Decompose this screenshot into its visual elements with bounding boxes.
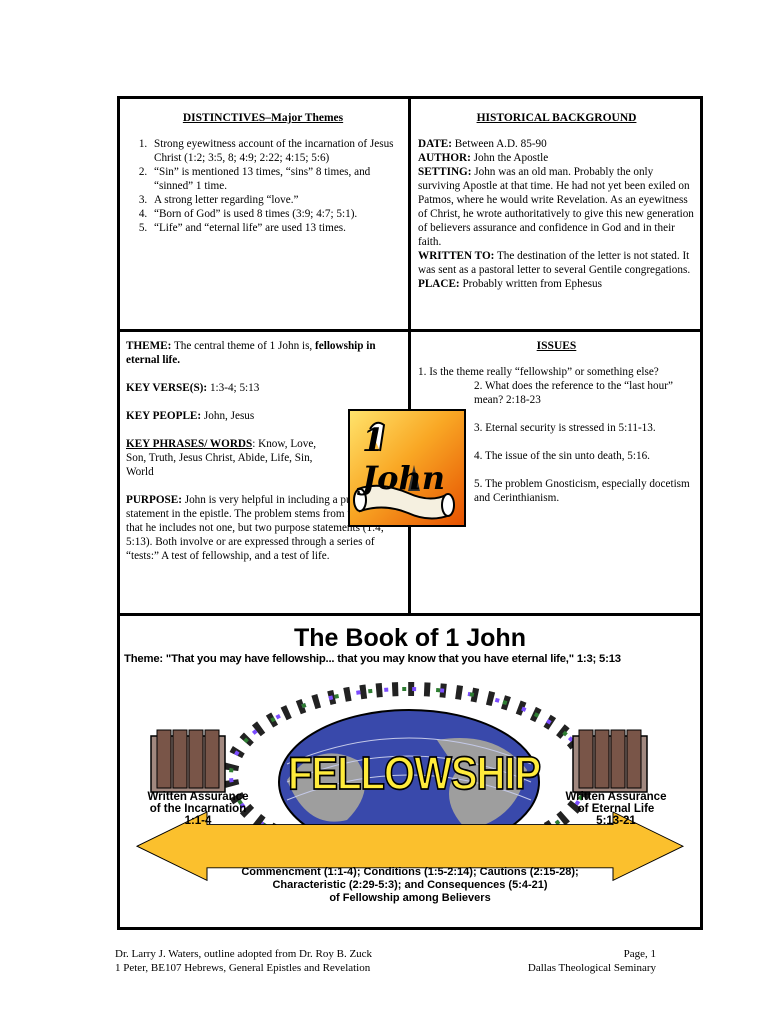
right-label-1: Written Assurance xyxy=(565,791,667,803)
date-line: DATE: Between A.D. 85-90 xyxy=(418,137,695,151)
left-label: Written Assurance of the Incarnation 1:1… xyxy=(118,791,278,827)
written-value: The destination of the letter is not sta… xyxy=(418,250,691,276)
left-label-3: 1:1-4 xyxy=(184,815,212,827)
author-label: AUTHOR: xyxy=(418,152,471,164)
right-books-icon xyxy=(572,729,648,793)
double-arrow xyxy=(135,811,685,882)
theme-line: THEME: The central theme of 1 John is, f… xyxy=(126,339,396,367)
list-item: “Sin” is mentioned 13 times, “sins” 8 ti… xyxy=(150,165,400,193)
right-label-2: of Eternal Life xyxy=(577,803,655,815)
issues-cell: ISSUES 1. Is the theme really “fellowshi… xyxy=(418,339,695,505)
footer-left: Dr. Larry J. Waters, outline adopted fro… xyxy=(115,947,372,975)
chart-title: The Book of 1 John xyxy=(294,624,526,652)
fellowship-word: FELLOWSHIP xyxy=(287,748,542,800)
historical-cell: HISTORICAL BACKGROUND DATE: Between A.D.… xyxy=(418,111,695,291)
logo-text: 1 John xyxy=(362,421,446,497)
setting-label: SETTING: xyxy=(418,166,472,178)
footer-right-2: Dallas Theological Seminary xyxy=(527,962,656,974)
author-line: AUTHOR: John the Apostle xyxy=(418,151,695,165)
book-logo: 1 John xyxy=(348,409,466,527)
written-label: WRITTEN TO: xyxy=(418,250,495,262)
place-value: Probably written from Ephesus xyxy=(459,278,602,290)
fellowship-diagram xyxy=(135,682,685,882)
list-item: A strong letter regarding “love.” xyxy=(150,193,400,207)
list-item: “Born of God” is used 8 times (3:9; 4:7;… xyxy=(150,207,400,221)
verses-label: KEY VERSE(S): xyxy=(126,382,208,394)
people-line: KEY PEOPLE: John, Jesus xyxy=(126,409,394,423)
purpose-label: PURPOSE: xyxy=(126,494,182,506)
footer-left-2: 1 Peter, BE107 Hebrews, General Epistles… xyxy=(115,962,371,974)
purpose-value: John is very helpful in including a purp… xyxy=(126,494,384,562)
setting-value: John was an old man. Probably the only s… xyxy=(418,166,694,248)
row-divider-2 xyxy=(117,613,703,616)
author-value: John the Apostle xyxy=(470,152,549,164)
theme-label: THEME: xyxy=(126,340,172,352)
issue-4: 4. The issue of the sin unto death, 5:16… xyxy=(474,450,650,462)
distinctives-list: Strong eyewitness account of the incarna… xyxy=(126,137,400,235)
arrow-text-2: Characteristic (2:29-5:3); and Consequen… xyxy=(272,879,548,891)
left-books-icon xyxy=(150,729,226,793)
phrases-line: KEY PHRASES/ WORDS: Know, Love, Son, Tru… xyxy=(126,437,336,479)
row-divider-1 xyxy=(117,329,703,332)
arrow-text: Commencment (1:1-4); Conditions (1:5-2:1… xyxy=(160,866,660,905)
issues-heading: ISSUES xyxy=(536,340,577,352)
place-line: PLACE: Probably written from Ephesus xyxy=(418,277,695,291)
purpose-line: PURPOSE: John is very helpful in includi… xyxy=(126,493,394,563)
setting-line: SETTING: John was an old man. Probably t… xyxy=(418,165,695,249)
footer-right: Page, 1 Dallas Theological Seminary xyxy=(500,947,656,975)
chart-theme: Theme: "That you may have fellowship... … xyxy=(124,653,621,665)
theme-cell: THEME: The central theme of 1 John is, f… xyxy=(126,339,394,563)
right-label-3: 5:13-21 xyxy=(596,815,636,827)
written-line: WRITTEN TO: The destination of the lette… xyxy=(418,249,695,277)
date-label: DATE: xyxy=(418,138,452,150)
date-value: Between A.D. 85-90 xyxy=(451,138,547,150)
arrow-text-1: Commencment (1:1-4); Conditions (1:5-2:1… xyxy=(241,866,579,878)
people-label: KEY PEOPLE: xyxy=(126,410,202,422)
people-value: John, Jesus xyxy=(201,410,255,422)
distinctives-cell: DISTINCTIVES–Major Themes Strong eyewitn… xyxy=(126,111,400,235)
column-divider xyxy=(408,96,411,614)
phrases-value: : Know, Love, Son, Truth, Jesus Christ, … xyxy=(126,438,317,478)
issue-1: 1. Is the theme really “fellowship” or s… xyxy=(418,366,659,378)
continent-shape xyxy=(287,753,365,822)
theme-bold: fellowship in eternal life. xyxy=(126,340,376,366)
scroll-quill-icon xyxy=(353,421,455,520)
footer-left-1: Dr. Larry J. Waters, outline adopted fro… xyxy=(115,948,373,960)
place-label: PLACE: xyxy=(418,278,460,290)
list-item: “Life” and “eternal life” are used 13 ti… xyxy=(150,221,400,235)
verses-line: KEY VERSE(S): 1:3-4; 5:13 xyxy=(126,381,394,395)
right-label: Written Assurance of Eternal Life 5:13-2… xyxy=(536,791,696,827)
theme-value: The central theme of 1 John is, xyxy=(171,340,316,352)
left-label-2: of the Incarnation xyxy=(149,803,247,815)
issue-5: 5. The problem Gnosticism, especially do… xyxy=(474,478,690,504)
arrow-text-3: of Fellowship among Believers xyxy=(329,892,491,904)
issue-3: 3. Eternal security is stressed in 5:11-… xyxy=(474,422,656,434)
left-label-1: Written Assurance xyxy=(147,791,249,803)
list-item: Strong eyewitness account of the incarna… xyxy=(150,137,400,165)
verses-value: 1:3-4; 5:13 xyxy=(207,382,260,394)
phrases-label: KEY PHRASES/ WORDS xyxy=(126,438,253,450)
footer-right-1: Page, 1 xyxy=(623,948,656,960)
issue-2: 2. What does the reference to the “last … xyxy=(474,380,673,406)
distinctives-heading: DISTINCTIVES–Major Themes xyxy=(182,112,344,124)
historical-heading: HISTORICAL BACKGROUND xyxy=(476,112,637,124)
